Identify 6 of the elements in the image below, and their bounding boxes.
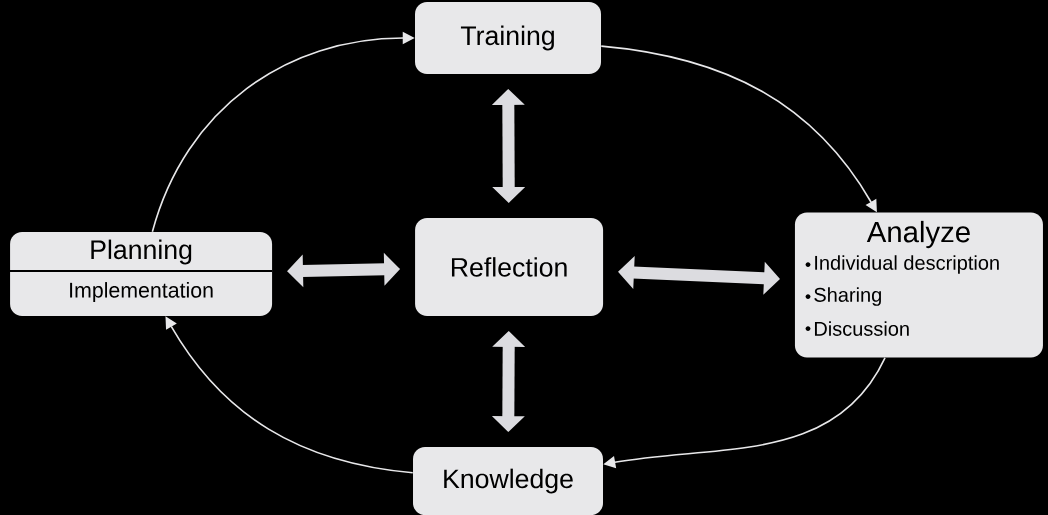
split-box: Planning Implementation <box>9 232 273 317</box>
process-box: Training <box>415 2 601 75</box>
process-box: Knowledge <box>413 447 603 515</box>
list-box: Analyze Individual description Sharing Discussion <box>794 212 1043 358</box>
process-box: Reflection <box>415 217 604 316</box>
double-arrow <box>491 89 526 203</box>
